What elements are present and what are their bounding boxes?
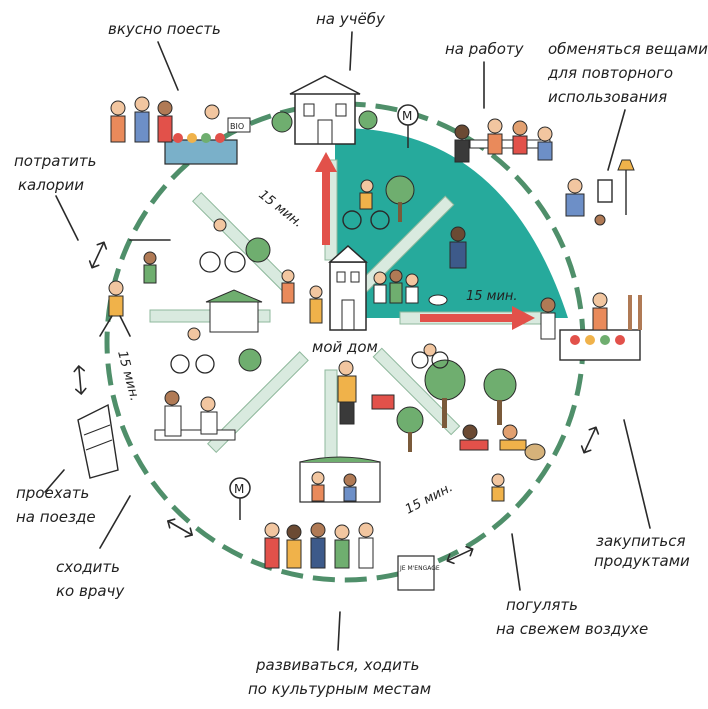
- label-walk: погулять на свежем воздухе: [496, 596, 648, 638]
- label-food-line-1: вкусно поесть: [108, 20, 221, 38]
- metro-letter-bottom: M: [234, 482, 244, 496]
- label-food: вкусно поесть: [108, 20, 221, 38]
- label-walk-line-2: на свежем воздухе: [496, 620, 648, 638]
- home-building: [328, 244, 368, 331]
- label-study-line-1: на учёбу: [316, 10, 386, 28]
- label-groceries-line-2: продуктами: [594, 552, 690, 570]
- label-reuse-line-2: для повторного: [547, 64, 673, 82]
- reuse-workshop: [565, 159, 635, 226]
- school-building: [271, 75, 378, 145]
- gardener: [337, 360, 395, 425]
- label-doctor-line-1: сходить: [56, 558, 120, 576]
- label-reuse-line-3: использования: [548, 88, 667, 106]
- label-culture: развиваться, ходить по культурным местам: [248, 656, 431, 698]
- label-reuse-line-1: обменяться вещами: [548, 40, 708, 58]
- arrow-north: [315, 152, 337, 245]
- ring-arrows: [73, 241, 600, 565]
- label-doctor: сходить ко врачу: [56, 558, 125, 600]
- time-label-top-left: 15 мин.: [256, 187, 306, 231]
- label-calories: потратить калории: [14, 152, 97, 194]
- doctor-office: [154, 390, 236, 441]
- culture-stage: JE M'ENGAGE: [264, 456, 440, 591]
- office-meeting: [454, 118, 553, 163]
- train: [77, 403, 119, 479]
- metro-sign-bottom: M: [229, 477, 251, 520]
- center-label: мой дом: [312, 338, 378, 356]
- arrow-east: [420, 306, 535, 330]
- label-train: проехать на поезде: [16, 484, 96, 526]
- label-calories-line-2: калории: [18, 176, 84, 194]
- label-train-line-1: проехать: [16, 484, 89, 502]
- time-label-left: 15 мин.: [114, 349, 142, 403]
- label-groceries: закупиться продуктами: [594, 532, 690, 570]
- label-groceries-line-1: закупиться: [596, 532, 686, 550]
- time-label-bottom: 15 мин.: [403, 480, 456, 517]
- metro-letter-top: M: [402, 109, 412, 123]
- label-work: на работу: [445, 40, 525, 58]
- label-train-line-2: на поезде: [16, 508, 96, 526]
- label-work-line-1: на работу: [445, 40, 525, 58]
- exercise-scene: [99, 218, 449, 374]
- teal-quadrant: [335, 127, 568, 319]
- label-doctor-line-2: ко врачу: [56, 582, 125, 600]
- time-label-right: 15 мин.: [466, 289, 518, 304]
- teal-area-scene: [342, 175, 467, 306]
- market-stall: BIO: [110, 96, 251, 165]
- label-study: на учёбу: [316, 10, 386, 28]
- label-calories-line-1: потратить: [14, 152, 97, 170]
- label-culture-line-2: по культурным местам: [248, 680, 431, 698]
- label-culture-line-1: развиваться, ходить: [255, 656, 419, 674]
- label-walk-line-1: погулять: [506, 596, 578, 614]
- metro-sign-top: M: [397, 104, 419, 148]
- bio-sign: BIO: [230, 122, 244, 131]
- ballot-sign: JE M'ENGAGE: [399, 565, 440, 572]
- grocery-shop: [540, 292, 642, 361]
- park-scene: [396, 359, 546, 502]
- label-reuse: обменяться вещами для повторного использ…: [547, 40, 708, 106]
- leader-lines: [44, 31, 651, 651]
